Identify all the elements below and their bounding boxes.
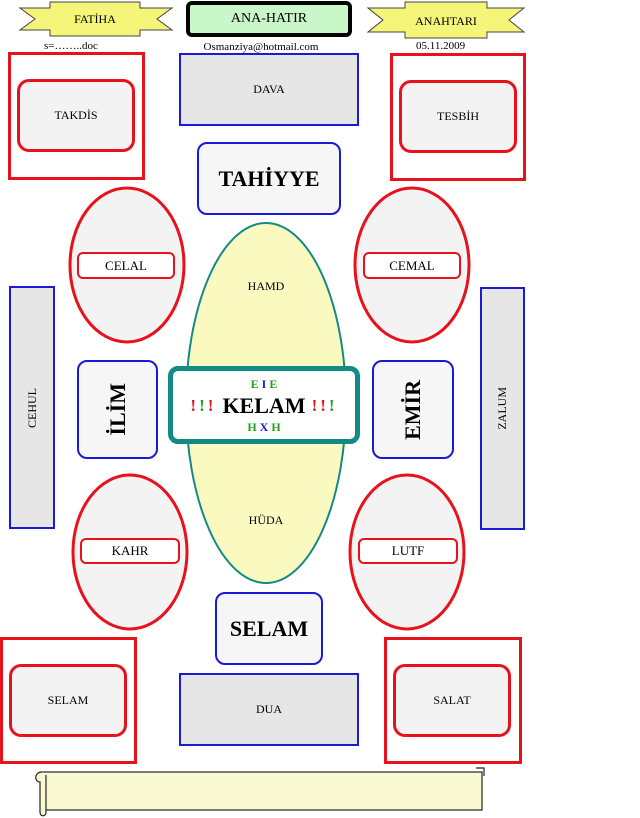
dua-box: DUA xyxy=(179,673,359,746)
kelam-top-letters: E I E xyxy=(173,377,355,391)
kelam-bottom-letter: X xyxy=(259,419,269,434)
kelam-box: E I E !!! KELAM !!! H X H xyxy=(168,366,360,444)
zalum-box: ZALUM xyxy=(480,287,525,530)
tesbih-box: TESBİH xyxy=(399,80,517,153)
selam-center-box: SELAM xyxy=(215,592,323,665)
kelam-row: !!! KELAM !!! xyxy=(173,393,355,419)
left-ribbon-shape xyxy=(18,1,174,37)
ilim-box: İLİM xyxy=(77,360,158,459)
email: Osmanziya@hotmail.com xyxy=(203,41,319,53)
file-name: s=……..doc xyxy=(44,40,98,52)
kahr-label: KAHR xyxy=(80,538,180,564)
bottom-scroll xyxy=(35,767,485,817)
kelam-bottom-letter: H xyxy=(271,419,281,434)
kelam-marks-left: !!! xyxy=(190,396,217,415)
kelam-bottom-letter: H xyxy=(247,419,257,434)
ana-hatir-title: ANA-HATIR xyxy=(186,1,352,37)
right-ribbon-shape xyxy=(366,1,526,39)
lutf-label: LUTF xyxy=(358,538,458,564)
ilim-label: İLİM xyxy=(104,383,130,436)
hamd-label: HAMD xyxy=(247,278,285,293)
takdis-box: TAKDİS xyxy=(17,79,135,152)
cehul-box: CEHUL xyxy=(9,286,55,529)
fatiha-ribbon-label: FATİHA xyxy=(74,11,116,26)
tahiyye-box: TAHİYYE xyxy=(197,142,341,215)
celal-label: CELAL xyxy=(77,252,175,279)
kelam-top-letter: E xyxy=(269,376,278,391)
selam-left-box: SELAM xyxy=(9,664,127,737)
kelam-top-letter: E xyxy=(250,376,259,391)
cehul-label: CEHUL xyxy=(24,387,39,428)
zalum-label: ZALUM xyxy=(495,387,509,430)
date: 05.11.2009 xyxy=(416,40,466,52)
huda-label: HÜDA xyxy=(248,512,284,527)
dava-box: DAVA xyxy=(179,53,359,126)
kelam-title: KELAM xyxy=(222,393,306,418)
emir-label: EMİR xyxy=(400,379,425,440)
kelam-marks-right: !!! xyxy=(311,396,338,415)
emir-box: EMİR xyxy=(372,360,454,459)
anahtari-ribbon-label: ANAHTARI xyxy=(415,13,477,28)
kelam-top-letter: I xyxy=(261,376,267,391)
salat-box: SALAT xyxy=(393,664,511,737)
cemal-label: CEMAL xyxy=(363,252,461,279)
kelam-bottom-letters: H X H xyxy=(173,420,355,434)
